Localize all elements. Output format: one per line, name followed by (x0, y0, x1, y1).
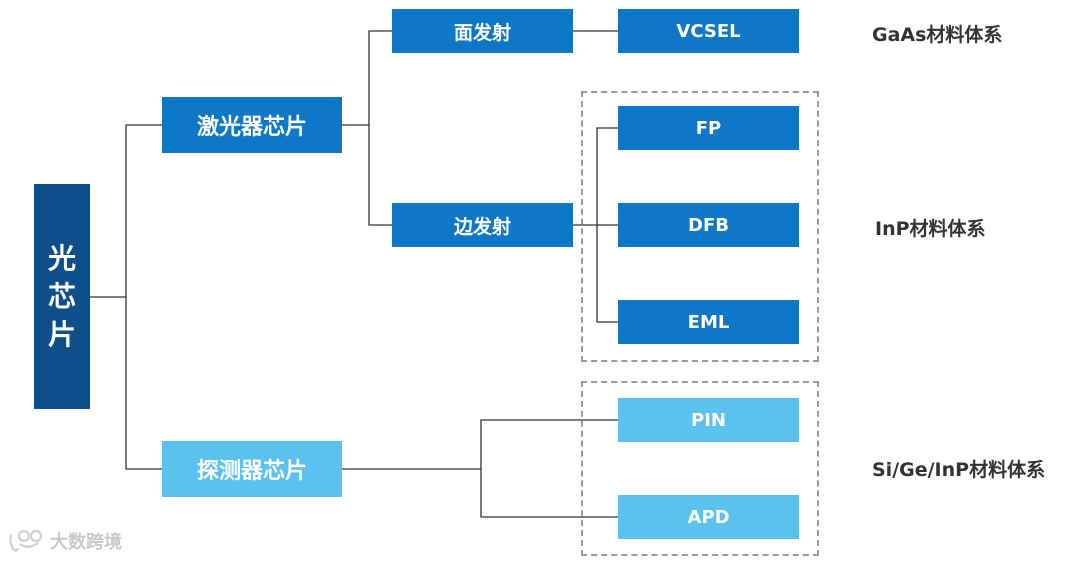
connector-laser-emission (368, 30, 392, 226)
root-char-2: 芯 (47, 279, 76, 313)
eml-node: EML (618, 300, 799, 344)
fp-node: FP (618, 106, 799, 150)
material-label-inp: InP材料体系 (875, 218, 986, 240)
root-char-3: 片 (47, 317, 76, 351)
detector-group (581, 381, 819, 556)
connector-edge-fp-eml (596, 127, 618, 323)
watermark: 大数跨境 (8, 528, 122, 554)
connector-root-branches (125, 124, 162, 470)
watermark-logo-icon (9, 529, 43, 552)
dfb-node: DFB (618, 203, 799, 247)
material-label-gaas: GaAs材料体系 (872, 24, 1003, 46)
laser-chip-node: 激光器芯片 (162, 97, 342, 153)
edge-emission-node: 边发射 (392, 203, 573, 247)
material-label-si-ge-inp: Si/Ge/InP材料体系 (872, 459, 1046, 481)
pin-node: PIN (618, 398, 799, 442)
connector-detector-pin-apd (480, 419, 618, 518)
root-node-optical-chip: 光 芯 片 (34, 184, 90, 409)
vcsel-node: VCSEL (618, 9, 799, 53)
root-char-1: 光 (47, 241, 76, 275)
surface-emission-node: 面发射 (392, 9, 573, 53)
apd-node: APD (618, 495, 799, 539)
watermark-text: 大数跨境 (50, 532, 122, 553)
detector-chip-node: 探测器芯片 (162, 441, 342, 497)
edge-emission-group (581, 91, 819, 362)
